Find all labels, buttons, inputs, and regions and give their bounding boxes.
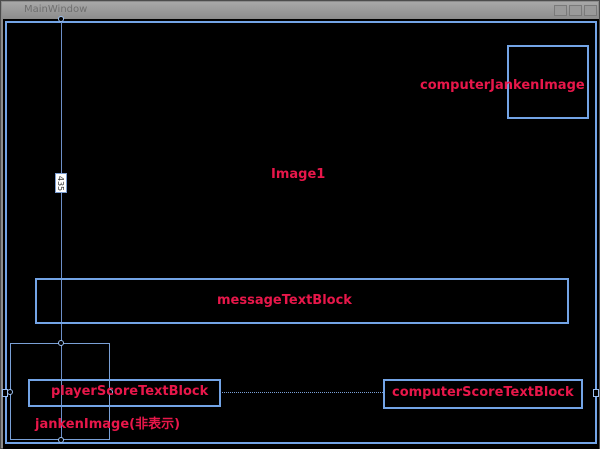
close-button[interactable]: [584, 5, 597, 16]
player-score-text-block-label: playerScoreTextBlock: [51, 384, 209, 399]
computer-janken-image-label: computerJankenImage: [420, 78, 585, 93]
alignment-guide-dotted: [220, 392, 383, 393]
selection-right-handle[interactable]: [107, 389, 113, 395]
maximize-button[interactable]: [569, 5, 582, 16]
guide-top-handle[interactable]: [58, 16, 64, 22]
janken-image-label: jankenImage(非表示): [35, 417, 181, 432]
grid-left-side-handle[interactable]: [2, 389, 8, 397]
player-score-text-block-frame[interactable]: [28, 379, 221, 407]
margin-guide-line: [61, 19, 62, 443]
image1-label[interactable]: Image1: [271, 167, 326, 182]
margin-measure-badge: 435: [55, 173, 67, 193]
minimize-button[interactable]: [554, 5, 567, 16]
computer-janken-image-frame[interactable]: [507, 45, 589, 119]
window-title: MainWindow: [24, 4, 88, 15]
selection-top-handle[interactable]: [58, 340, 64, 346]
grid-right-side-handle[interactable]: [593, 389, 599, 397]
selection-bottom-handle[interactable]: [58, 437, 64, 443]
computer-score-text-block-frame[interactable]: [383, 379, 583, 409]
message-text-block-label: messageTextBlock: [217, 293, 352, 308]
title-bar: MainWindow: [2, 2, 598, 18]
design-canvas[interactable]: 435 Image1 computerJankenImage messageTe…: [2, 16, 599, 449]
layout-grid-border: [5, 21, 597, 444]
margin-measure-value: 435: [56, 175, 66, 191]
computer-score-text-block-label: computerScoreTextBlock: [392, 385, 574, 400]
message-text-block-frame[interactable]: [35, 278, 569, 324]
